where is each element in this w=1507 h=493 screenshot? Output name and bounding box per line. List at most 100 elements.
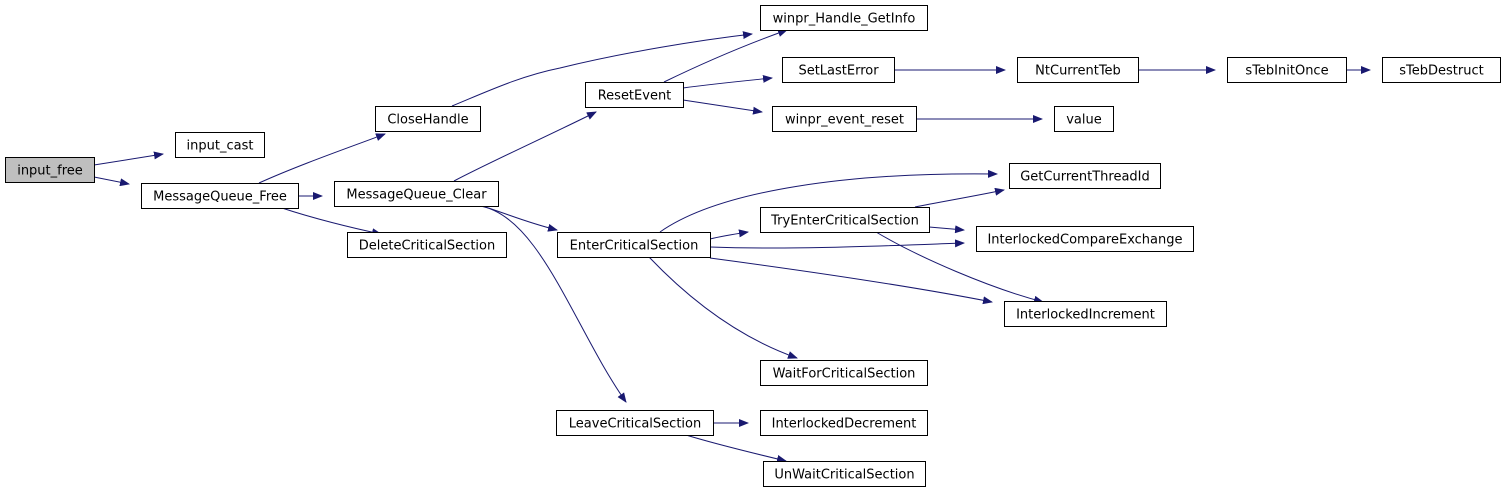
node-box[interactable]	[1382, 57, 1501, 83]
node-CloseHandle[interactable]: CloseHandle	[375, 106, 481, 132]
node-label: input_cast	[187, 139, 254, 154]
node-label: sTebDestruct	[1399, 64, 1483, 79]
node-box[interactable]	[1004, 301, 1167, 327]
edge-line	[709, 229, 749, 240]
node-box[interactable]	[760, 207, 930, 233]
node-InterlockedIncrement[interactable]: InterlockedIncrement	[1004, 301, 1167, 327]
node-label: UnWaitCriticalSection	[774, 468, 914, 483]
node-sTebDestruct[interactable]: sTebDestruct	[1382, 57, 1501, 83]
node-label: GetCurrentThreadId	[1020, 170, 1150, 185]
node-box[interactable]	[334, 181, 499, 207]
node-TryEnterCriticalSection[interactable]: TryEnterCriticalSection	[760, 207, 930, 233]
node-label: MessageQueue_Clear	[346, 188, 487, 203]
node-label: NtCurrentTeb	[1035, 64, 1121, 79]
edge-EnterCriticalSection-to-WaitForCriticalSection	[648, 256, 798, 359]
node-box[interactable]	[556, 410, 714, 436]
node-label: EnterCriticalSection	[570, 239, 699, 254]
node-box[interactable]	[976, 226, 1194, 252]
edge-MessageQueue_Free-to-CloseHandle	[258, 133, 386, 184]
node-box[interactable]	[1227, 57, 1347, 83]
edge-LeaveCriticalSection-to-UnWaitCriticalSection	[685, 434, 787, 463]
node-box[interactable]	[1009, 163, 1161, 189]
node-box[interactable]	[760, 410, 928, 436]
node-label: MessageQueue_Free	[153, 190, 287, 205]
edge-MessageQueue_Clear-to-ResetEvent	[453, 111, 597, 182]
node-SetLastError[interactable]: SetLastError	[782, 57, 895, 83]
edge-MessageQueue_Free-to-DeleteCriticalSection	[281, 207, 382, 237]
node-UnWaitCriticalSection[interactable]: UnWaitCriticalSection	[763, 461, 926, 487]
edge-line	[479, 205, 627, 403]
node-input_cast[interactable]: input_cast	[175, 132, 265, 158]
node-box[interactable]	[175, 132, 265, 158]
node-box[interactable]	[585, 82, 684, 108]
edge-line	[453, 111, 597, 182]
node-ResetEvent[interactable]: ResetEvent	[585, 82, 684, 108]
edge-TryEnterCriticalSection-to-InterlockedCompareExchange	[928, 225, 965, 234]
node-label: DeleteCriticalSection	[359, 239, 495, 254]
node-box[interactable]	[1017, 57, 1139, 83]
node-label: WaitForCriticalSection	[773, 367, 916, 382]
edge-EnterCriticalSection-to-InterlockedCompareExchange	[709, 239, 965, 249]
node-box[interactable]	[347, 232, 507, 258]
node-box[interactable]	[375, 106, 481, 132]
node-box[interactable]	[141, 183, 299, 209]
edge-line	[93, 176, 130, 187]
node-label: sTebInitOnce	[1245, 64, 1328, 79]
edge-line	[648, 256, 798, 359]
node-MessageQueue_Free[interactable]: MessageQueue_Free	[141, 183, 299, 209]
node-GetCurrentThreadId[interactable]: GetCurrentThreadId	[1009, 163, 1161, 189]
node-MessageQueue_Clear[interactable]: MessageQueue_Clear	[334, 181, 499, 207]
edge-line	[451, 31, 753, 107]
node-box[interactable]	[557, 232, 711, 258]
edge-line	[682, 99, 763, 115]
edge-line	[709, 257, 993, 305]
node-box[interactable]	[772, 106, 917, 132]
edge-TryEnterCriticalSection-to-GetCurrentThreadId	[914, 187, 1005, 208]
node-LeaveCriticalSection[interactable]: LeaveCriticalSection	[556, 410, 714, 436]
node-InterlockedCompareExchange[interactable]: InterlockedCompareExchange	[976, 226, 1194, 252]
edge-ResetEvent-to-winpr_event_reset	[682, 99, 763, 115]
node-label: InterlockedCompareExchange	[987, 233, 1182, 248]
edge-line	[685, 434, 787, 463]
edge-line	[682, 74, 773, 89]
node-input_free[interactable]: input_free	[5, 157, 95, 183]
edge-CloseHandle-to-winpr_Handle_GetInfo	[451, 31, 753, 107]
node-box[interactable]	[1054, 106, 1114, 132]
node-NtCurrentTeb[interactable]: NtCurrentTeb	[1017, 57, 1139, 83]
edge-ResetEvent-to-winpr_Handle_GetInfo	[663, 29, 788, 83]
edge-EnterCriticalSection-to-InterlockedIncrement	[709, 257, 993, 305]
node-box[interactable]	[763, 461, 926, 487]
node-box[interactable]	[5, 157, 95, 183]
edge-line	[281, 207, 382, 237]
edge-EnterCriticalSection-to-TryEnterCriticalSection	[709, 229, 749, 240]
edges-layer	[93, 29, 1371, 463]
node-label: InterlockedDecrement	[772, 417, 917, 432]
node-label: ResetEvent	[598, 89, 672, 104]
node-winpr_event_reset[interactable]: winpr_event_reset	[772, 106, 917, 132]
node-WaitForCriticalSection[interactable]: WaitForCriticalSection	[760, 360, 928, 386]
edge-line	[875, 231, 1044, 304]
edge-line	[663, 29, 788, 83]
node-label: CloseHandle	[387, 113, 468, 128]
node-label: SetLastError	[798, 64, 879, 79]
edge-TryEnterCriticalSection-to-InterlockedIncrement	[875, 231, 1044, 304]
node-box[interactable]	[760, 360, 928, 386]
node-winpr_Handle_GetInfo[interactable]: winpr_Handle_GetInfo	[760, 5, 928, 31]
node-label: winpr_Handle_GetInfo	[773, 12, 916, 27]
node-box[interactable]	[782, 57, 895, 83]
node-DeleteCriticalSection[interactable]: DeleteCriticalSection	[347, 232, 507, 258]
node-EnterCriticalSection[interactable]: EnterCriticalSection	[557, 232, 711, 258]
node-label: TryEnterCriticalSection	[770, 214, 919, 229]
edge-line	[914, 187, 1005, 208]
node-sTebInitOnce[interactable]: sTebInitOnce	[1227, 57, 1347, 83]
edge-MessageQueue_Clear-to-LeaveCriticalSection	[479, 205, 627, 403]
node-value[interactable]: value	[1054, 106, 1114, 132]
edge-line	[928, 225, 965, 234]
edge-ResetEvent-to-SetLastError	[682, 74, 773, 89]
node-InterlockedDecrement[interactable]: InterlockedDecrement	[760, 410, 928, 436]
node-box[interactable]	[760, 5, 928, 31]
node-label: value	[1066, 113, 1102, 128]
edge-input_free-to-input_cast	[93, 151, 164, 166]
